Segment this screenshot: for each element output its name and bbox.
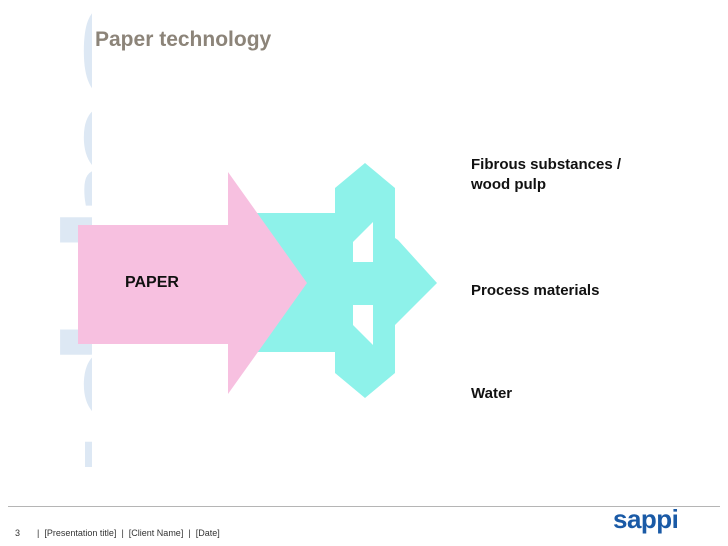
output-label-water: Water [471, 385, 513, 402]
paper-label: PAPER [125, 274, 179, 291]
slide-title: Paper technology [95, 28, 272, 51]
footer-sep: | [37, 528, 40, 538]
branch-notch-upper [353, 222, 373, 262]
output-label-fibrous: Fibrous substances / wood pulp [471, 155, 621, 195]
sappi-logo: sappi [613, 504, 679, 534]
footer: 3| [Presentation title] | [Client Name] … [10, 518, 220, 538]
footer-divider [8, 506, 720, 507]
main-arrow-shape [78, 172, 307, 394]
client-name: [Client Name] [128, 528, 184, 538]
branch-arrow-shape [255, 163, 437, 398]
page-number: 3 [15, 528, 21, 538]
footer-sep: | [188, 528, 191, 538]
footer-sep: | [121, 528, 124, 538]
branch-notch-lower [353, 305, 373, 345]
presentation-title: [Presentation title] [44, 528, 117, 538]
output-label-fibrous-line2: wood pulp [471, 176, 546, 193]
footer-date: [Date] [195, 528, 220, 538]
output-label-process: Process materials [471, 282, 600, 299]
output-label-fibrous-line1: Fibrous substances / [471, 156, 622, 173]
